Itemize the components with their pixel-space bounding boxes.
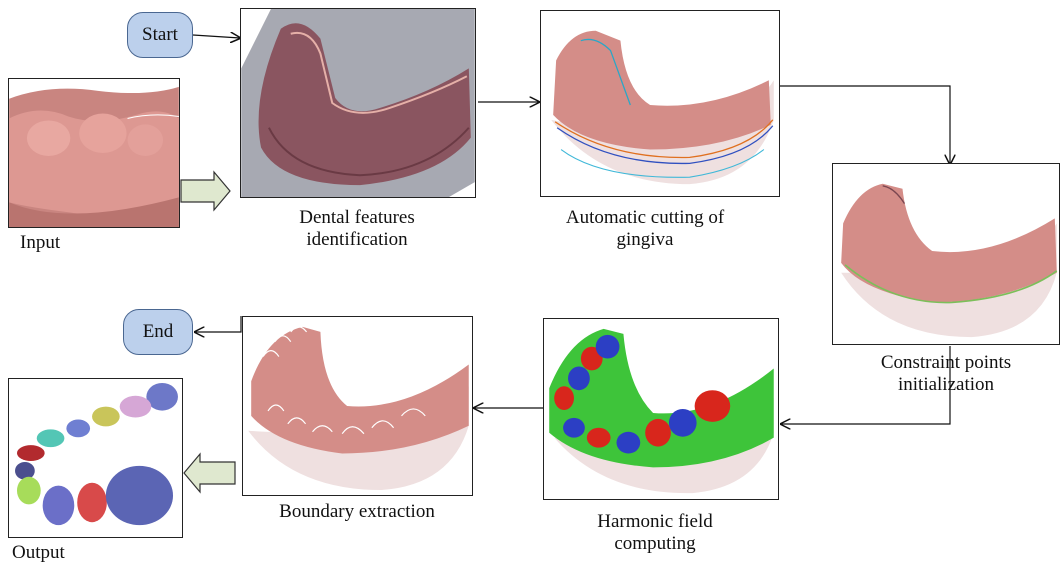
block-arrow-boundary-to-output [184,454,235,492]
caption-dental-features: Dental features identification [262,207,452,251]
caption-cutting-line2: gingiva [545,229,745,251]
caption-constraint-line2: initialization [848,374,1044,396]
arrow-boundary-to-end [195,316,241,332]
start-label: Start [142,24,178,46]
dental-features-image [241,9,475,197]
input-panel [8,78,180,228]
caption-dental-line1: Dental features [262,207,452,229]
output-panel [8,378,183,538]
output-teeth-image [9,379,182,537]
end-label: End [143,321,174,343]
caption-input: Input [20,232,60,254]
boundary-extraction-panel [242,316,473,496]
harmonic-field-image [544,319,778,499]
caption-constraint-line1: Constraint points [848,352,1044,374]
caption-harmonic-line2: computing [555,533,755,555]
constraint-points-panel [832,163,1060,345]
block-arrow-input-to-dental [181,172,230,210]
cutting-gingiva-image [541,11,779,196]
caption-cutting-gingiva: Automatic cutting of gingiva [545,207,745,251]
caption-harmonic-field: Harmonic field computing [555,511,755,555]
boundary-extraction-image [243,317,472,495]
constraint-points-image [833,164,1059,344]
cutting-gingiva-panel [540,10,780,197]
caption-output: Output [12,542,65,564]
end-node: End [123,309,193,355]
start-node: Start [127,12,193,58]
caption-harmonic-line1: Harmonic field [555,511,755,533]
caption-cutting-line1: Automatic cutting of [545,207,745,229]
caption-boundary-extraction: Boundary extraction [262,501,452,523]
arrow-cutting-to-constraint [780,86,950,164]
caption-constraint-points: Constraint points initialization [848,352,1044,396]
harmonic-field-panel [543,318,779,500]
input-mesh-image [9,79,179,227]
dental-features-panel [240,8,476,198]
arrow-start-to-dental [193,35,240,38]
caption-dental-line2: identification [262,229,452,251]
